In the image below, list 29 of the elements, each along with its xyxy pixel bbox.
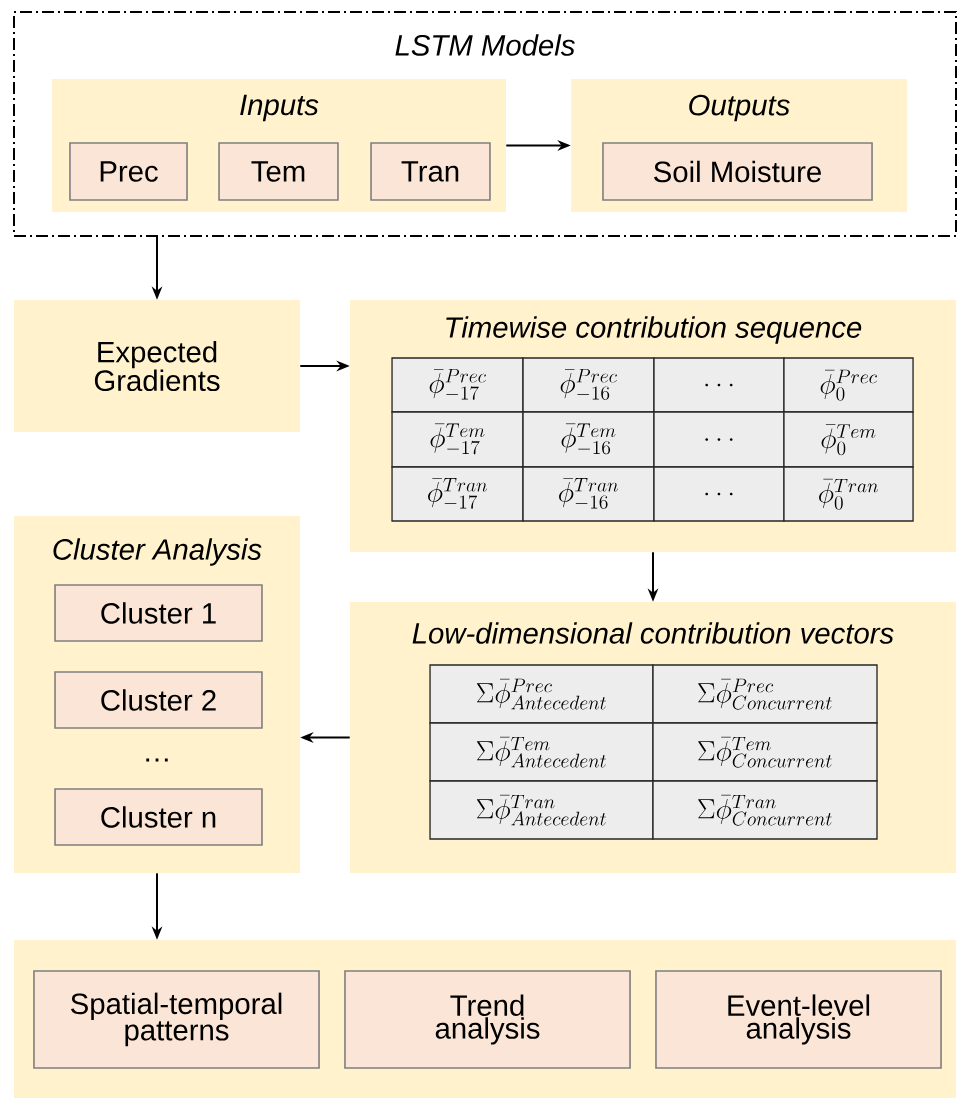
table-cell: $\bar{\phi}_{-16}^{Prec}$ (522, 357, 655, 413)
table-cell: $\bar{\phi}_{-17}^{Tran}$ (391, 466, 524, 522)
table-cell: $\Sigma\bar{\phi}_{Concurrent}^{Tran}$ (652, 780, 878, 840)
process-box: Spatial-temporal patterns (33, 970, 320, 1069)
table-cell: $\Sigma\bar{\phi}_{Antecedent}^{Tem}$ (429, 722, 654, 782)
table-cell: $\bar{\phi}_{0}^{Tran}$ (783, 466, 914, 522)
process-box: Event-level analysis (655, 970, 942, 1069)
table-cell: $\ldots$ (653, 357, 785, 413)
table-cell: $\Sigma\bar{\phi}_{Concurrent}^{Prec}$ (652, 664, 878, 724)
process-box: Trend analysis (344, 970, 631, 1069)
process-box: Tran (370, 142, 491, 201)
table-cell: $\bar{\phi}_{-16}^{Tran}$ (522, 466, 655, 522)
process-box: Tem (218, 142, 339, 201)
table-cell: $\Sigma\bar{\phi}_{Antecedent}^{Prec}$ (429, 664, 654, 724)
table-cell: $\Sigma\bar{\phi}_{Concurrent}^{Tem}$ (652, 722, 878, 782)
table-cell: $\Sigma\bar{\phi}_{Antecedent}^{Tran}$ (429, 780, 654, 840)
process-box: Cluster 2 (54, 671, 263, 729)
table-cell: $\bar{\phi}_{-17}^{Prec}$ (391, 357, 524, 413)
process-box: Cluster n (54, 788, 263, 846)
table-cell: $\bar{\phi}_{-17}^{Tem}$ (391, 411, 524, 468)
process-box: Soil Moisture (602, 142, 873, 201)
process-box: Cluster 1 (54, 584, 263, 642)
table-cell: $\bar{\phi}_{0}^{Prec}$ (783, 357, 914, 413)
panel: Expected Gradients (14, 300, 300, 432)
process-box: Prec (69, 142, 188, 201)
table-cell: $\ldots$ (653, 411, 785, 468)
table-cell: $\bar{\phi}_{-16}^{Tem}$ (522, 411, 655, 468)
table-cell: $\bar{\phi}_{0}^{Tem}$ (783, 411, 914, 468)
table-cell: $\ldots$ (653, 466, 785, 522)
